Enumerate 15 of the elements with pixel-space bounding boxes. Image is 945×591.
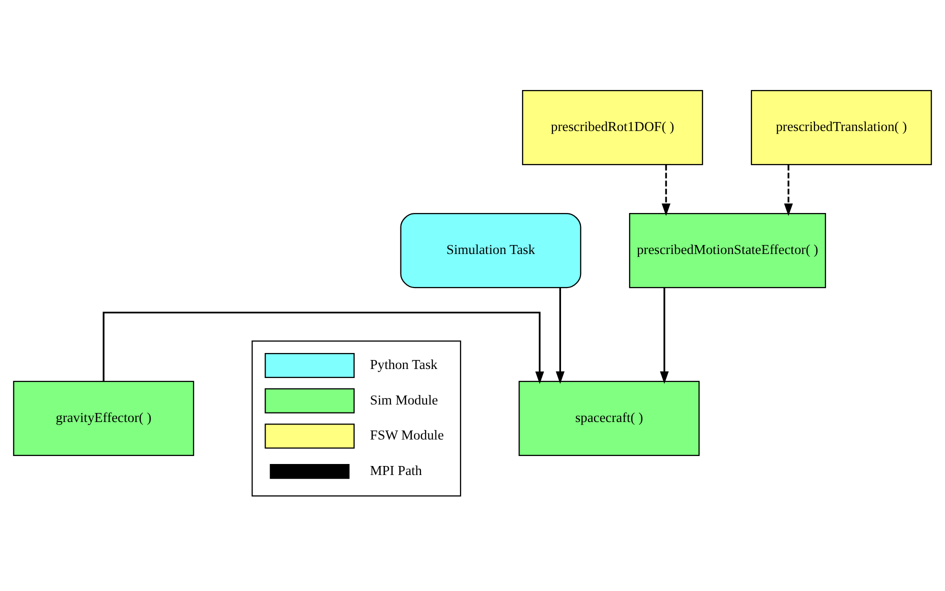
legend-label: MPI Path	[370, 462, 422, 478]
arrow	[662, 164, 670, 216]
node-box: gravityEffector( )	[13, 380, 194, 456]
node-box: prescribedRot1DOF( )	[522, 90, 704, 166]
legend-label: Sim Module	[370, 392, 438, 408]
arrow	[784, 164, 793, 216]
node-box: spacecraft( )	[518, 380, 700, 456]
arrow	[102, 312, 544, 384]
node-box: Simulation Task	[400, 212, 582, 288]
legend-label: Python Task	[370, 357, 438, 372]
legend-label: FSW Module	[370, 428, 444, 443]
arrow	[556, 288, 565, 384]
node-box: prescribedTranslation( )	[750, 90, 932, 166]
node-box: prescribedMotionStateEffector( )	[629, 212, 826, 288]
arrow	[660, 288, 669, 384]
